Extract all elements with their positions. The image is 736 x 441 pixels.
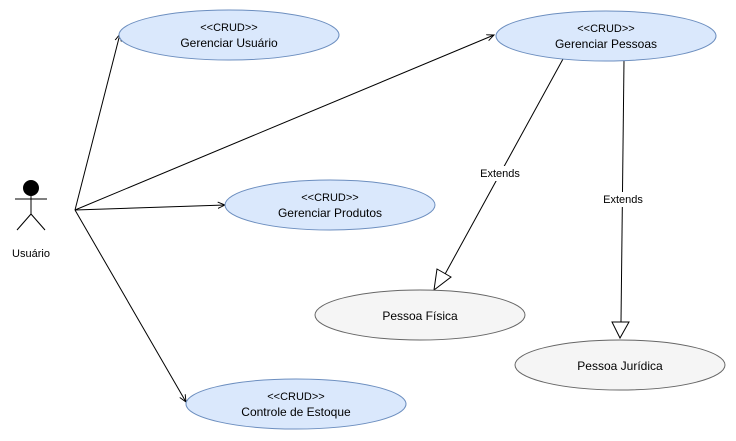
- use-case-name: Pessoa Jurídica: [577, 359, 663, 373]
- use-case-name: Gerenciar Usuário: [180, 36, 278, 50]
- use-case-gerenciar-usuario[interactable]: <<CRUD>> Gerenciar Usuário: [118, 9, 340, 61]
- use-case-gerenciar-pessoas[interactable]: <<CRUD>> Gerenciar Pessoas: [495, 10, 717, 62]
- association-edges: [74, 34, 494, 402]
- stereotype: <<CRUD>>: [577, 23, 634, 35]
- use-case-pessoa-fisica[interactable]: Pessoa Física: [314, 289, 526, 341]
- use-case-controle-estoque[interactable]: <<CRUD>> Controle de Estoque: [185, 378, 407, 430]
- use-case-gerenciar-produtos[interactable]: <<CRUD>> Gerenciar Produtos: [224, 179, 436, 231]
- stereotype: <<CRUD>>: [200, 22, 257, 34]
- edge-actor-gerenciar-produtos[interactable]: [74, 205, 225, 211]
- stereotype: <<CRUD>>: [301, 192, 358, 204]
- use-case-name: Controle de Estoque: [241, 405, 351, 419]
- extends-label-juridica: Extends: [603, 194, 643, 206]
- generalization-arrowhead-juridica: [611, 321, 630, 340]
- use-case-name: Gerenciar Pessoas: [555, 37, 657, 51]
- edge-extends-pessoa-juridica[interactable]: [620, 59, 625, 323]
- edge-actor-gerenciar-usuario[interactable]: [74, 34, 120, 211]
- use-case-pessoa-juridica[interactable]: Pessoa Jurídica: [514, 339, 726, 391]
- edge-actor-gerenciar-pessoas[interactable]: [74, 35, 494, 211]
- actor-label: Usuário: [12, 248, 50, 260]
- actor-usuario[interactable]: Usuário: [12, 180, 50, 261]
- generalization-arrowhead-fisica: [433, 268, 452, 292]
- use-case-name: Gerenciar Produtos: [278, 206, 382, 220]
- stereotype: <<CRUD>>: [267, 391, 324, 403]
- actor-head: [23, 180, 39, 196]
- use-case-name: Pessoa Física: [382, 309, 458, 323]
- extends-edges: Extends Extends: [433, 58, 645, 340]
- edge-actor-controle-estoque[interactable]: [74, 209, 186, 402]
- extends-label-fisica: Extends: [480, 168, 520, 180]
